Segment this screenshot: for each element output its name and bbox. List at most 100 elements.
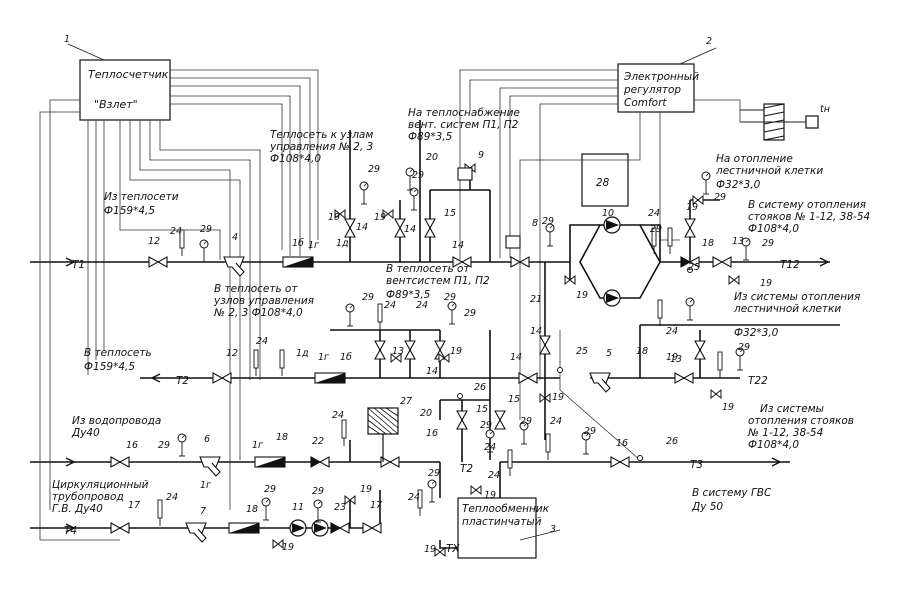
callout: 19 <box>360 484 372 495</box>
to-nodes-line-1: Теплосеть к узлам <box>270 129 373 141</box>
callout: 20 <box>420 408 432 419</box>
callout: 26 <box>666 436 678 447</box>
callout: 24 <box>408 492 420 503</box>
callout: 29 <box>542 216 554 227</box>
callout: 10 <box>602 208 614 219</box>
callout: 29 <box>412 170 424 181</box>
callout-1: 1 <box>64 34 70 45</box>
callout: 1б <box>340 352 352 363</box>
callout: 19 <box>450 346 462 357</box>
control-valve-27 <box>367 407 399 462</box>
regulator-label-3: Comfort <box>624 97 667 109</box>
callout: 16 <box>426 428 438 439</box>
callout: 9 <box>478 150 484 161</box>
to-nodes-line-2: управления № 2, 3 <box>269 141 373 153</box>
callout-3: 3 <box>550 524 556 535</box>
callout: 29 <box>650 224 662 235</box>
callout: 1д <box>296 348 309 359</box>
callout: 24 <box>170 226 182 237</box>
callout: 16 <box>126 440 138 451</box>
callout: 29 <box>444 292 456 303</box>
callout: 19 <box>374 212 386 223</box>
vent-return-line-3: Ф89*3,5 <box>386 289 431 301</box>
pipe-TX: TX <box>446 543 460 555</box>
hx-label-2: пластинчатый <box>462 516 542 528</box>
callout-28: 28 <box>596 177 610 189</box>
circulation-pumps <box>579 216 661 307</box>
callout: 25 <box>576 346 588 357</box>
callout: 29 <box>520 416 532 427</box>
from-net-line-1: Из теплосети <box>104 191 179 203</box>
pipelines <box>30 120 840 549</box>
hw-line-2: Ду 50 <box>691 501 723 513</box>
risers-from-line-4: Ф108*4,0 <box>748 439 799 451</box>
stair-heat-line-2: лестничной клетки <box>715 165 823 177</box>
callout: 24 <box>550 416 562 427</box>
callout: 29 <box>762 238 774 249</box>
callout: 11 <box>292 502 304 513</box>
heat-meter-brand: "Взлет" <box>94 98 138 111</box>
callout: 24 <box>384 300 396 311</box>
callout: 21 <box>530 294 542 305</box>
callout: 29 <box>464 308 476 319</box>
callout: 17 <box>370 500 382 511</box>
callout: 17 <box>128 500 140 511</box>
control-valve-9 <box>457 167 521 249</box>
callout: 19 <box>552 392 564 403</box>
callout: 19 <box>722 402 734 413</box>
callout: 29 <box>480 420 492 431</box>
callout: 12 <box>148 236 160 247</box>
to-net-line-1: В теплосеть <box>84 347 152 359</box>
risers-to-line-1: В систему отопления <box>748 199 866 211</box>
callout: 15 <box>476 404 488 415</box>
stair-heat-line-1: На отопление <box>716 153 793 165</box>
callout: 18 <box>702 238 714 249</box>
regulator-label-1: Электронный <box>623 71 699 83</box>
callout: 24 <box>484 442 496 453</box>
callout: 15 <box>508 394 520 405</box>
callout: 4 <box>232 232 238 243</box>
stair-heat-line-3: Ф32*3,0 <box>716 179 761 191</box>
callout: 29 <box>584 426 596 437</box>
callout: 1г <box>308 240 320 251</box>
risers-from-line-2: отопления стояков <box>748 415 854 427</box>
callout: 14 <box>530 326 542 337</box>
water-line-2: Ду40 <box>71 427 100 439</box>
callout: 19 <box>760 278 772 289</box>
callout: 24 <box>416 300 428 311</box>
callout: 19 <box>666 352 678 363</box>
pipe-T2: T2 <box>176 375 189 387</box>
outdoor-sensor: tн <box>740 103 830 141</box>
vent-supply-line-1: На теплоснабжение <box>408 107 520 119</box>
circ-line-2: трубопровод <box>52 491 124 503</box>
callout: 23 <box>334 502 346 513</box>
callout: 8 <box>532 218 538 229</box>
callout: 24 <box>166 492 178 503</box>
risers-to-line-2: стояков № 1-12, 38-54 <box>748 211 870 223</box>
nodes-return-line-1: В теплосеть от <box>214 283 298 295</box>
callout: 24 <box>488 470 500 481</box>
callout: 7 <box>200 506 206 517</box>
callout: 18 <box>636 346 648 357</box>
callout: 12 <box>226 348 238 359</box>
from-net-line-2: Ф159*4,5 <box>104 205 155 217</box>
stair-return-line-2: лестничной клетки <box>733 303 841 315</box>
callout: 19 <box>576 290 588 301</box>
electronic-regulator-box: Электронный регулятор Comfort 2 <box>617 36 717 113</box>
circ-line-1: Циркуляционный <box>52 479 149 491</box>
callout: 14 <box>404 224 416 235</box>
hx-label-1: Теплообменник <box>462 503 550 515</box>
callout: 22 <box>312 436 324 447</box>
callout: 14 <box>356 222 368 233</box>
heat-meter-label: Теплосчетчик <box>88 68 169 81</box>
callout: 14 <box>426 366 438 377</box>
callout: 19 <box>686 202 698 213</box>
pipe-T22: T22 <box>748 375 768 387</box>
nodes-return-line-2: узлов управления <box>213 295 314 307</box>
circ-line-3: Г.В. Ду40 <box>52 503 103 515</box>
heat-meter-box: Теплосчетчик "Взлет" 1 <box>64 34 171 121</box>
pipe-T2-hx: T2 <box>460 463 473 475</box>
callout: 14 <box>452 240 464 251</box>
callout-2: 2 <box>706 36 712 47</box>
